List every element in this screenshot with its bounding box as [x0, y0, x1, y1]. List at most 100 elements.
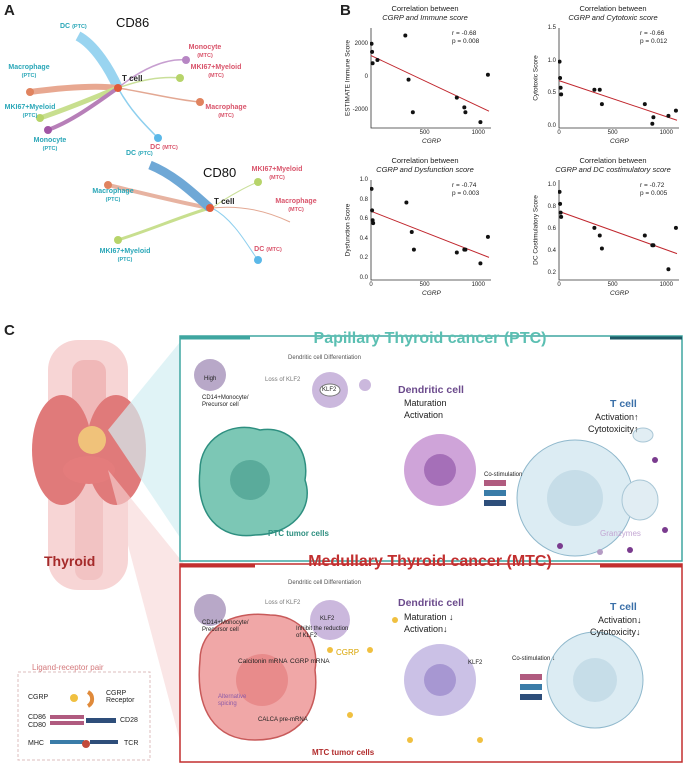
ptc-tcell-state1: Activation↑	[595, 412, 639, 422]
data-point	[404, 200, 409, 205]
data-point	[370, 208, 375, 213]
data-point	[673, 225, 678, 230]
x-tick-label: 500	[607, 282, 618, 288]
mtc-tcell-title: T cell	[610, 601, 637, 613]
edge-monocyte-mtc	[117, 59, 187, 89]
data-point	[642, 102, 647, 107]
ptc-loss: Loss of KLF2	[265, 377, 301, 383]
data-point	[463, 110, 468, 115]
legend-cgrp: CGRP	[28, 694, 49, 701]
mtc-klf2: KLF2	[320, 616, 335, 622]
cd80-node-mki67-mtc: MKI67+Myeloid(MTC)	[251, 166, 303, 181]
data-point	[370, 186, 374, 191]
mtc-diff: Dendritic cell Differentiation	[288, 580, 361, 586]
scatter-plot-1	[370, 28, 491, 129]
y-tick-label: 0	[364, 74, 368, 80]
ptc-header: Papillary Thyroid cancer (PTC)	[313, 330, 547, 347]
mtc-dc-state1: Maturation ↓	[404, 612, 454, 622]
edge-dc-ptc	[75, 31, 123, 91]
panel-c-letter: C	[4, 322, 15, 339]
mtc-alt-spicing: Alternative spicing	[218, 694, 247, 707]
ptc-dc-title: Dendritic cell	[398, 384, 464, 396]
x-tick-label: 0	[369, 282, 373, 288]
data-point	[673, 108, 678, 113]
data-point	[558, 189, 562, 194]
edge-mki67-ptc-cd80	[117, 206, 211, 242]
data-point	[642, 233, 647, 238]
cd80-center-label: T cell	[214, 197, 235, 206]
legend-cd80: CD80	[28, 722, 46, 729]
panel-b-letter: B	[340, 2, 351, 19]
data-point	[599, 102, 604, 107]
data-point	[558, 59, 562, 64]
data-point	[454, 250, 459, 255]
data-point	[370, 41, 374, 46]
y-tick-label: 0.5	[547, 90, 556, 97]
regression-line	[558, 80, 678, 121]
cd80-node-dc-mtc: DC (MTC)	[254, 246, 282, 253]
ptc-tcell-title: T cell	[610, 398, 637, 410]
data-point	[597, 87, 602, 92]
axes	[370, 28, 491, 129]
y-tick-label: 0.6	[359, 216, 368, 223]
regression-line	[370, 210, 490, 258]
x-tick-label: 1000	[659, 282, 673, 288]
data-point	[371, 221, 376, 226]
cd86-node-macrophage-mtc: Macrophage(MTC)	[205, 104, 247, 119]
panel-a-letter: A	[4, 2, 15, 19]
x-axis-label: CGRP	[422, 138, 441, 145]
x-tick-label: 0	[557, 282, 561, 288]
mtc-calc-mrna: Calcitonin mRNA	[238, 658, 288, 665]
y-tick-label: 0.6	[547, 226, 556, 232]
data-point	[478, 120, 483, 125]
data-point	[599, 246, 604, 251]
data-point	[462, 105, 467, 110]
scatter-plot-3	[370, 180, 491, 281]
axes	[370, 180, 491, 281]
mtc-pre-mrna: CALCA pre-mRNA	[258, 717, 308, 723]
mtc-dc-title: Dendritic cell	[398, 597, 464, 609]
y-tick-label: 1.5	[547, 25, 556, 31]
data-point	[597, 233, 602, 238]
ptc-granzymes: Granzymes	[600, 529, 641, 538]
data-point	[558, 85, 563, 90]
data-point	[592, 225, 597, 230]
y-tick-label: 0.4	[547, 247, 556, 254]
edge-dc-ptc-cd80	[148, 160, 213, 212]
data-point	[375, 58, 380, 63]
y-tick-label: 0.2	[547, 269, 556, 276]
data-point	[463, 247, 468, 252]
legend-cgrp-receptor: CGRP Receptor	[106, 690, 135, 704]
data-point	[409, 229, 414, 234]
legend-mhc: MHC	[28, 740, 44, 747]
data-point	[485, 72, 490, 77]
cd86-network	[26, 31, 291, 264]
y-tick-label: 0.8	[359, 196, 368, 203]
ptc-tcell-state2: Cytotoxicity↑	[588, 424, 639, 434]
data-point	[370, 49, 375, 54]
data-point	[370, 61, 375, 66]
ptc-tumor-label: PTC tumor cells	[268, 529, 329, 538]
mtc-cgrp: CGRP	[336, 648, 360, 657]
data-point	[411, 247, 416, 252]
data-point	[406, 77, 411, 82]
ptc-mono: CD14+Monocyte/ Precursor cell	[202, 395, 249, 408]
y-tick-label: -2000	[352, 106, 368, 113]
cd86-node-macrophage-ptc: Macrophage(PTC)	[8, 64, 50, 79]
y-tick-label: 0.0	[547, 123, 556, 129]
data-point	[666, 113, 671, 118]
mtc-dc-state2: Activation↓	[404, 624, 448, 634]
x-axis-label: CGRP	[422, 290, 441, 297]
data-point	[651, 243, 656, 248]
scatter-plot-4	[558, 180, 679, 281]
x-tick-label: 1000	[471, 282, 485, 288]
cd80-node-macrophage-mtc: Macrophage(MTC)	[275, 198, 317, 213]
cd80-title: CD80	[203, 165, 237, 180]
mtc-tcell-state1: Activation↓	[598, 615, 642, 625]
data-point	[651, 115, 656, 120]
